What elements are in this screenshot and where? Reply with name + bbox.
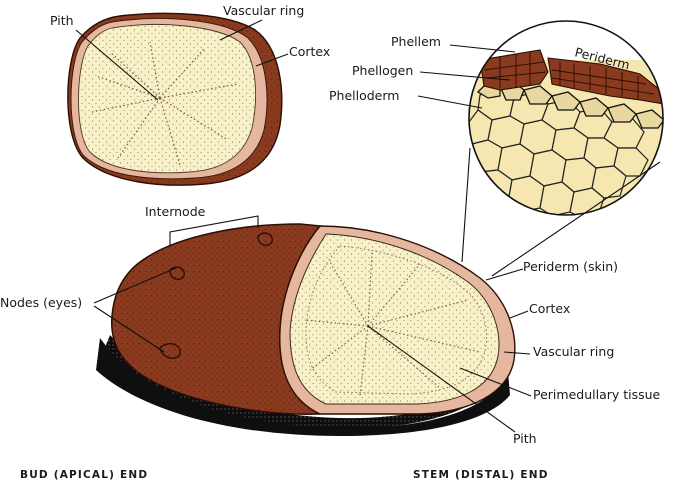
internode-bracket bbox=[169, 215, 259, 246]
tuber-eyes bbox=[159, 232, 273, 359]
phelloderm-cells bbox=[469, 87, 649, 215]
eye-upper bbox=[257, 232, 273, 247]
label-main-vascular-ring: Vascular ring bbox=[533, 344, 614, 359]
label-nodes: Nodes (eyes) bbox=[0, 295, 82, 310]
label-stem-end: STEM (DISTAL) END bbox=[413, 469, 549, 481]
label-top-pith: Pith bbox=[50, 13, 74, 28]
eye-middle bbox=[169, 266, 185, 281]
label-top-vascular-ring: Vascular ring bbox=[223, 3, 304, 18]
top-tuber-pith-rays bbox=[91, 41, 239, 166]
label-bud-end: BUD (APICAL) END bbox=[20, 469, 148, 481]
periderm-magnified-detail bbox=[468, 20, 664, 216]
label-main-pith: Pith bbox=[513, 431, 537, 446]
label-phellogen: Phellogen bbox=[352, 63, 413, 78]
label-internode: Internode bbox=[145, 204, 206, 219]
label-perimedullary: Perimedullary tissue bbox=[533, 387, 661, 402]
top-tuber-cross-section bbox=[67, 12, 283, 186]
label-phellem: Phellem bbox=[391, 34, 441, 49]
label-main-cortex: Cortex bbox=[529, 301, 570, 316]
main-tuber-shadow-base bbox=[96, 338, 510, 436]
top-tuber-flesh-stipple bbox=[78, 24, 256, 173]
phellem-brick-lines bbox=[483, 52, 655, 99]
phellogen-layer bbox=[476, 81, 663, 129]
label-periderm-skin: Periderm (skin) bbox=[523, 259, 618, 274]
main-tuber-pith-rays bbox=[303, 251, 481, 397]
main-tuber-cut-stipple bbox=[290, 234, 499, 404]
eye-lower bbox=[159, 343, 181, 359]
main-tuber-perimedullary-boundary bbox=[305, 245, 488, 395]
label-top-cortex: Cortex bbox=[289, 44, 330, 59]
main-tuber-skin-texture bbox=[111, 224, 320, 415]
label-phelloderm: Phelloderm bbox=[329, 88, 399, 103]
main-tuber bbox=[96, 223, 516, 436]
